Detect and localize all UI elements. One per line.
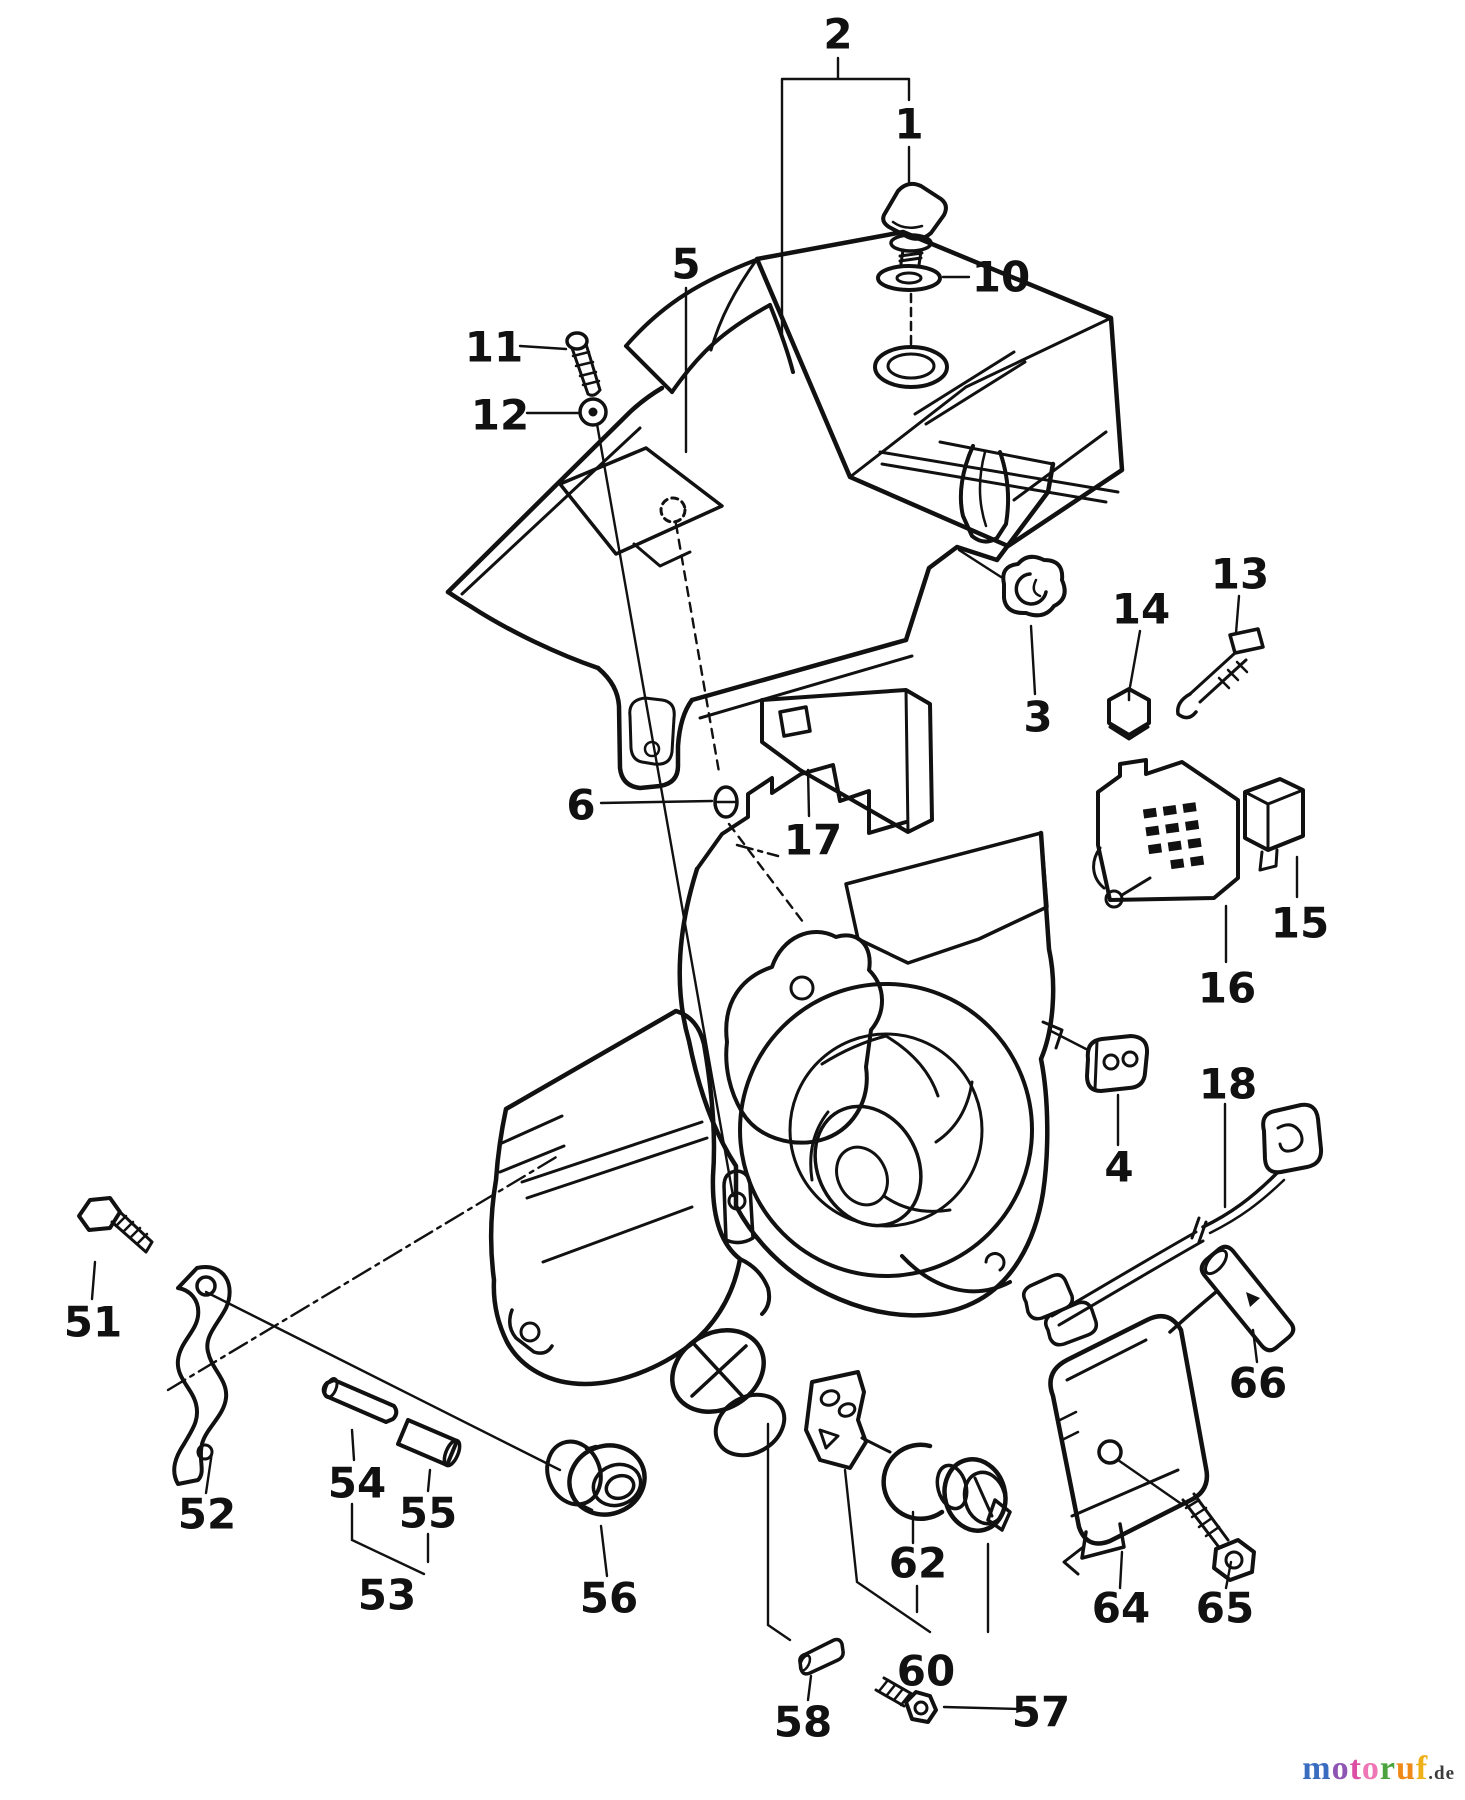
part-label-4: 4 bbox=[1104, 1143, 1133, 1192]
part-number-labels: 21 10 5 11 12 3 13 14 17 6 15 16 18 4 51 52 54 55 53 56 62 60… bbox=[64, 10, 1329, 1747]
part-label-15: 15 bbox=[1271, 899, 1329, 948]
ignition-coil-64 bbox=[1048, 1290, 1218, 1576]
part-label-66: 66 bbox=[1229, 1359, 1287, 1408]
shroud-screw bbox=[565, 331, 602, 397]
bushing-56 bbox=[545, 1439, 647, 1517]
wire-harness-18 bbox=[1022, 1102, 1324, 1347]
part-label-55: 55 bbox=[399, 1489, 457, 1538]
part-label-13: 13 bbox=[1211, 550, 1269, 599]
part-label-2: 2 bbox=[823, 10, 852, 59]
watermark-letter: t bbox=[1349, 1750, 1362, 1787]
part-label-62: 62 bbox=[889, 1539, 947, 1588]
part-label-10: 10 bbox=[972, 253, 1030, 302]
cap-washer bbox=[876, 264, 942, 292]
cap-and-clip-62 bbox=[881, 1442, 1012, 1533]
sleeve-55 bbox=[396, 1418, 462, 1468]
valve-plate-62 bbox=[804, 1370, 892, 1470]
part-label-65: 65 bbox=[1196, 1584, 1254, 1633]
crankcase bbox=[677, 763, 1064, 1318]
watermark-suffix: .de bbox=[1428, 1763, 1455, 1784]
sleeve-66 bbox=[1199, 1244, 1296, 1353]
plate-17 bbox=[760, 688, 934, 834]
coil-screw-65 bbox=[1181, 1492, 1256, 1582]
filler-neck bbox=[873, 292, 949, 389]
grommet-6 bbox=[713, 785, 739, 819]
part-label-54: 54 bbox=[328, 1459, 386, 1508]
grommet-3 bbox=[1001, 554, 1067, 618]
part-label-12: 12 bbox=[471, 391, 529, 440]
switch-15 bbox=[1243, 777, 1305, 872]
part-label-16: 16 bbox=[1198, 964, 1256, 1013]
part-label-1: 1 bbox=[894, 100, 923, 149]
part-label-64: 64 bbox=[1092, 1584, 1150, 1633]
part-label-51: 51 bbox=[64, 1298, 122, 1347]
shroud-washer bbox=[578, 397, 608, 427]
part-label-58: 58 bbox=[774, 1698, 832, 1747]
part-label-52: 52 bbox=[178, 1490, 236, 1539]
nut-14 bbox=[1107, 687, 1151, 741]
part-label-56: 56 bbox=[580, 1574, 638, 1623]
pin-58 bbox=[798, 1637, 845, 1676]
bolt-51 bbox=[77, 1196, 154, 1254]
screw-57 bbox=[874, 1676, 938, 1724]
part-label-11: 11 bbox=[465, 323, 523, 372]
watermark-motoruf: motoruf.de bbox=[1302, 1750, 1455, 1788]
watermark-letter: o bbox=[1361, 1750, 1380, 1787]
leader-lines bbox=[90, 56, 1299, 1711]
part-label-5: 5 bbox=[671, 240, 700, 289]
watermark-letter: m bbox=[1302, 1750, 1332, 1787]
part-label-18: 18 bbox=[1199, 1060, 1257, 1109]
part-label-14: 14 bbox=[1112, 585, 1170, 634]
fuel-cap bbox=[881, 181, 948, 267]
watermark-letter: f bbox=[1415, 1750, 1429, 1787]
part-label-3: 3 bbox=[1023, 693, 1052, 742]
part-label-60: 60 bbox=[897, 1647, 955, 1696]
lower-cover bbox=[488, 1008, 787, 1458]
engine-shroud bbox=[445, 385, 1056, 791]
part-label-53: 53 bbox=[358, 1571, 416, 1620]
hook-screw-13 bbox=[1176, 627, 1265, 720]
watermark-letter: o bbox=[1331, 1750, 1350, 1787]
part-label-6: 6 bbox=[566, 781, 595, 830]
watermark-letter: u bbox=[1396, 1750, 1416, 1787]
watermark-letter: r bbox=[1379, 1750, 1396, 1787]
fuel-tank bbox=[754, 229, 1125, 549]
pin-54 bbox=[321, 1377, 399, 1424]
plate-16 bbox=[1092, 758, 1240, 909]
part-label-57: 57 bbox=[1012, 1688, 1070, 1737]
grommet-4 bbox=[1085, 1034, 1150, 1093]
part-label-17: 17 bbox=[784, 816, 842, 865]
